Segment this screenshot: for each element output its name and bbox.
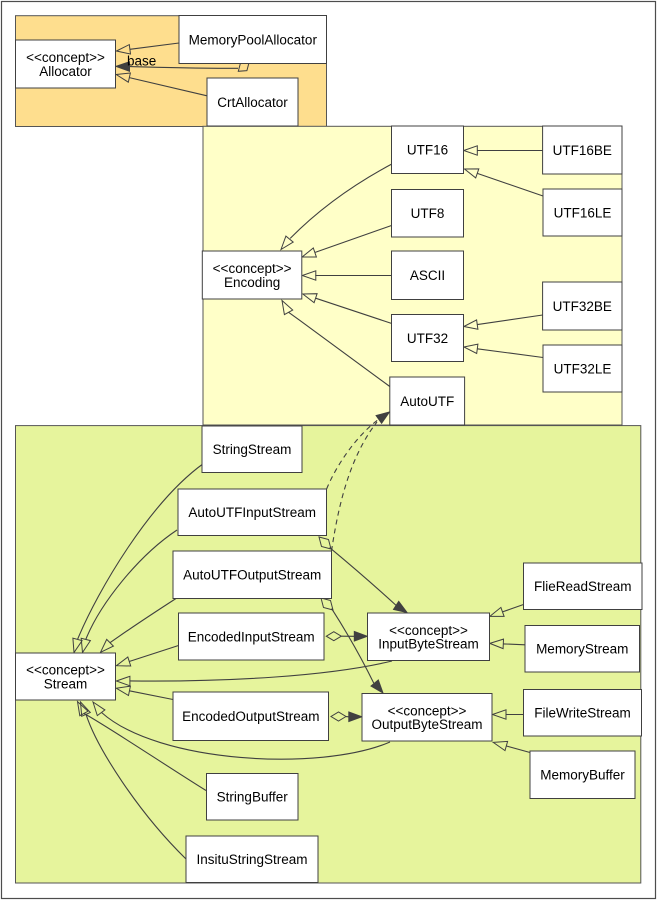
svg-text:OutputByteStream: OutputByteStream: [371, 717, 482, 732]
svg-text:UTF32: UTF32: [407, 331, 448, 346]
svg-text:ASCII: ASCII: [410, 268, 445, 283]
svg-text:InsituStringStream: InsituStringStream: [196, 852, 307, 867]
svg-text:EncodedInputStream: EncodedInputStream: [188, 629, 315, 644]
svg-text:UTF16BE: UTF16BE: [553, 143, 612, 158]
svg-text:AutoUTFInputStream: AutoUTFInputStream: [188, 505, 316, 520]
svg-text:UTF32BE: UTF32BE: [553, 299, 612, 314]
svg-text:MemoryBuffer: MemoryBuffer: [540, 768, 625, 783]
svg-text:Encoding: Encoding: [224, 275, 280, 290]
svg-text:<<concept>>: <<concept>>: [388, 704, 467, 719]
svg-text:EncodedOutputStream: EncodedOutputStream: [182, 709, 319, 724]
svg-text:AutoUTFOutputStream: AutoUTFOutputStream: [183, 568, 321, 583]
svg-text:UTF16: UTF16: [407, 143, 448, 158]
svg-text:UTF16LE: UTF16LE: [554, 205, 612, 220]
svg-text:StringStream: StringStream: [213, 442, 292, 457]
svg-text:FlieReadStream: FlieReadStream: [534, 579, 632, 594]
svg-text:<<concept>>: <<concept>>: [26, 50, 105, 65]
svg-text:Allocator: Allocator: [39, 64, 92, 79]
svg-text:Stream: Stream: [44, 676, 88, 691]
svg-text:base: base: [127, 54, 156, 69]
svg-text:<<concept>>: <<concept>>: [389, 623, 468, 638]
svg-text:CrtAllocator: CrtAllocator: [217, 95, 288, 110]
svg-text:UTF8: UTF8: [411, 206, 445, 221]
svg-text:StringBuffer: StringBuffer: [217, 790, 289, 805]
svg-text:FileWriteStream: FileWriteStream: [534, 706, 631, 721]
svg-text:AutoUTF: AutoUTF: [400, 394, 454, 409]
svg-text:<<concept>>: <<concept>>: [213, 261, 292, 276]
svg-text:MemoryStream: MemoryStream: [536, 642, 628, 657]
svg-text:InputByteStream: InputByteStream: [378, 637, 479, 652]
svg-text:MemoryPoolAllocator: MemoryPoolAllocator: [189, 32, 318, 47]
svg-text:UTF32LE: UTF32LE: [554, 361, 612, 376]
svg-text:<<concept>>: <<concept>>: [26, 663, 105, 678]
